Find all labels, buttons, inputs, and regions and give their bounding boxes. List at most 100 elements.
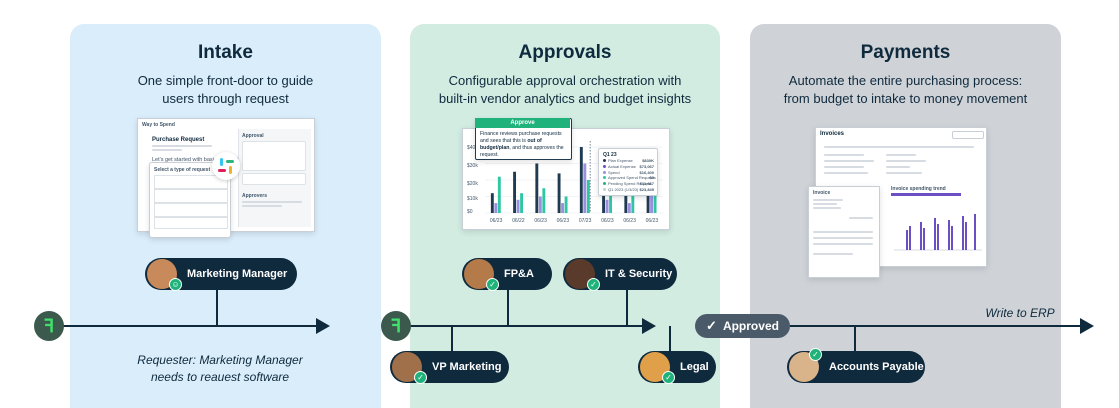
connector-vp-marketing [451, 326, 453, 352]
budget-legend-card: Q1 23 Plan Expense $830K Actual Expense$73… [598, 148, 658, 196]
intake-request-type-card: Select a type of request [149, 162, 231, 238]
legend-value: $830K [642, 158, 654, 163]
requester-note-line1: Requester: Marketing Manager [137, 353, 303, 367]
legend-value: $0 [649, 175, 654, 181]
bar-6-0 [624, 184, 628, 213]
ytick-1: $30k [467, 163, 478, 169]
legend-value: $11,667 [639, 181, 654, 187]
ytick-4: $0 [467, 209, 473, 215]
legend-swatch [603, 159, 606, 162]
x-tick-label: 06/23 [601, 218, 614, 224]
payments-title: Payments [860, 42, 951, 63]
legend-label: Actual Expense [608, 163, 636, 169]
bar-6-2 [631, 191, 635, 213]
role-label: FP&A [504, 268, 534, 280]
approved-badge: ✓ Approved [695, 314, 790, 338]
bar-7-2 [653, 183, 657, 213]
bar-0-0 [490, 193, 494, 213]
timeline-arrow-1 [316, 318, 330, 334]
role-label: Marketing Manager [187, 268, 288, 280]
payments-subtitle-line2: from budget to intake to money movement [783, 91, 1028, 106]
payments-invoice-document: Invoice [808, 186, 880, 278]
intake-form-title: Purchase Request [152, 137, 205, 143]
payments-mini-chart [894, 214, 982, 251]
timeline-line-3 [790, 325, 1080, 327]
approve-text-end: , and thus approves the request. [480, 145, 564, 158]
ytick-2: $20k [467, 181, 478, 187]
bar-2-0 [535, 163, 539, 213]
check-icon: ✓ [809, 348, 822, 361]
requester-note-line2: needs to reauest software [150, 370, 290, 384]
legend-swatch [603, 170, 606, 174]
approvals-subtitle-line2: built-in vendor analytics and budget ins… [438, 91, 692, 106]
bar-0-1 [494, 203, 498, 213]
bar-4-0 [579, 147, 583, 213]
approve-text: Finance reviews purchase requests and se… [480, 131, 562, 144]
legend-swatch [603, 164, 606, 168]
legend-swatch [603, 188, 606, 191]
approve-text-bold: out of budget/plan [480, 138, 542, 151]
intake-approvers-label: Approvers [242, 193, 268, 199]
erp-label: Write to ERP [985, 306, 1055, 320]
x-tick-label: 06/22 [512, 218, 525, 224]
legend-value: $73,067 [639, 163, 654, 169]
bar-1-0 [513, 171, 517, 213]
role-label: Accounts Payable [829, 361, 924, 373]
legend-label: Plan Expense [608, 158, 633, 163]
role-fpa[interactable]: FP&A [462, 258, 552, 290]
ytick-0: $40k [467, 145, 478, 151]
legend-label: Approved Spend Requests [608, 175, 656, 181]
invoice-doc-title: Invoice [813, 190, 831, 196]
intake-form-header: Way to Spend [142, 122, 175, 128]
role-marketing-manager[interactable]: Marketing Manager [145, 258, 297, 290]
connector-accounts-payable [854, 326, 856, 352]
approvals-subtitle: Configurable approval orchestration with… [420, 72, 710, 108]
payments-invoices-title: Invoices [820, 131, 845, 137]
x-tick-label: 06/23 [557, 218, 570, 224]
legend-value: $23,849 [639, 187, 654, 192]
bar-1-1 [516, 199, 520, 213]
role-it-security[interactable]: IT & Security [563, 258, 677, 290]
role-label: Legal [680, 361, 709, 373]
x-tick-label: 06/23 [623, 218, 636, 224]
bar-2-1 [538, 196, 542, 213]
payments-subtitle-line1: Automate the entire purchasing process: [788, 73, 1023, 88]
bar-7-1 [650, 189, 654, 213]
role-legal[interactable]: Legal [638, 351, 716, 383]
role-label: VP Marketing [432, 361, 502, 373]
x-tick-label: 06/23 [646, 218, 659, 224]
role-vp-marketing[interactable]: VP Marketing [390, 351, 509, 383]
timeline-line-2 [408, 325, 648, 327]
check-icon: ✓ [662, 371, 675, 384]
zip-logo-icon-1: ꟻ [34, 311, 64, 341]
bar-3-2 [564, 196, 568, 213]
role-accounts-payable[interactable]: Accounts Payable [787, 351, 925, 383]
timeline-arrow-2 [642, 318, 656, 334]
legend-title: Q1 23 [603, 152, 617, 158]
bar-0-2 [497, 176, 501, 213]
approve-description: Finance reviews purchase requests and se… [480, 131, 568, 159]
user-badge-icon: ☺ [169, 278, 182, 291]
x-tick-label: 06/23 [490, 218, 503, 224]
bar-6-1 [627, 203, 631, 213]
timeline-line-1 [60, 325, 320, 327]
bar-4-2 [586, 180, 590, 213]
bar-5-1 [605, 199, 609, 213]
slack-icon [212, 152, 240, 180]
approvals-title: Approvals [518, 42, 612, 63]
approved-check-icon: ✓ [706, 318, 717, 333]
role-label: IT & Security [605, 268, 673, 280]
intake-title: Intake [198, 42, 253, 63]
legend-swatch [603, 182, 606, 186]
approve-badge[interactable]: Approve [475, 118, 570, 128]
bar-3-0 [557, 173, 561, 213]
bar-4-1 [583, 163, 587, 213]
requester-note: Requester: Marketing Manager needs to re… [120, 352, 320, 386]
bar-1-2 [520, 193, 524, 213]
x-tick-label: 06/23 [534, 218, 547, 224]
bar-3-1 [561, 203, 565, 213]
legend-value: $16,400 [639, 169, 654, 175]
bar-2-2 [542, 188, 546, 213]
approved-label: Approved [722, 319, 779, 333]
payments-chart-title: Invoice spending trend [891, 186, 946, 192]
